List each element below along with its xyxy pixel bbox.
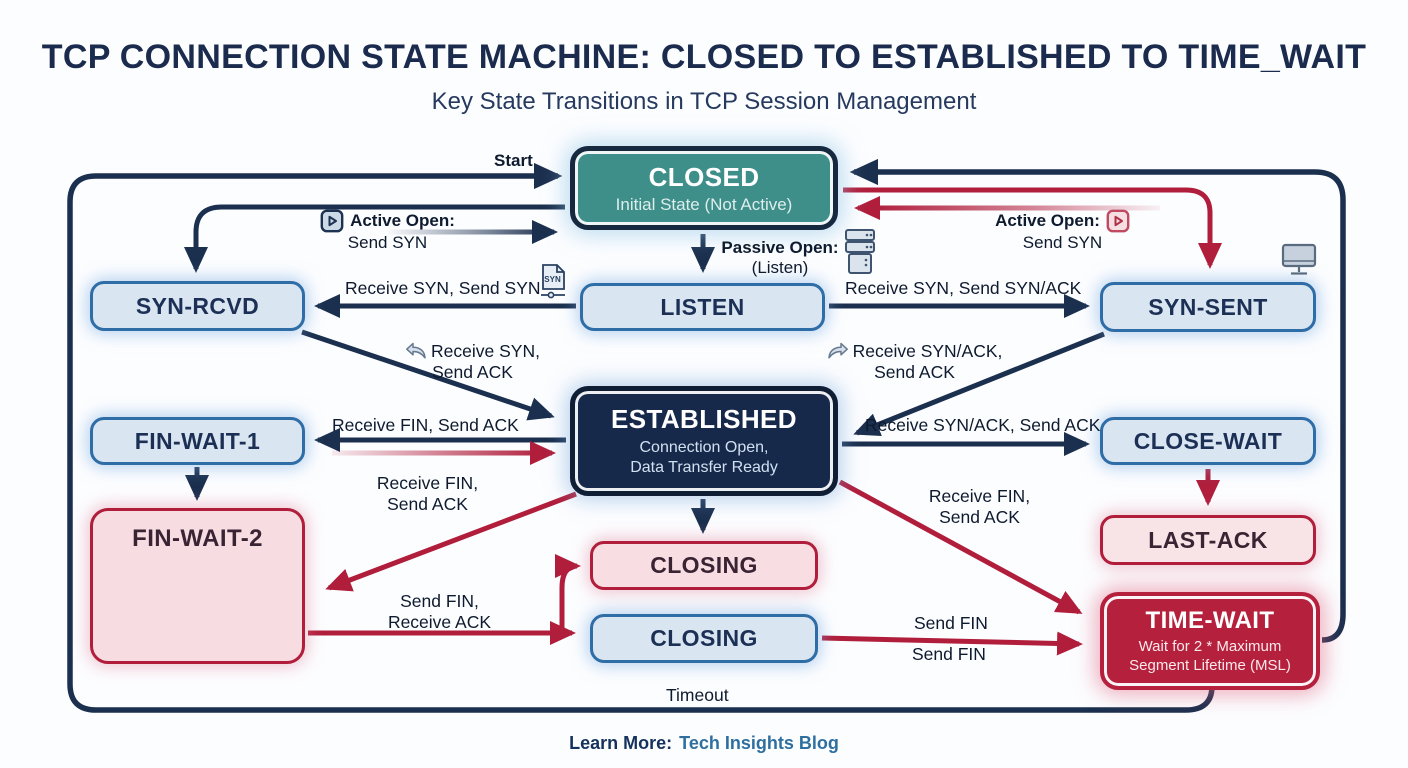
state-established-sub1: Connection Open, [639,439,769,456]
svg-text:SYN: SYN [544,275,561,284]
label-receive-fin-red-right-line1: Receive FIN, [928,486,1031,506]
label-timeout: Timeout [666,685,729,705]
server-icon [843,228,877,276]
state-closing-bottom: CLOSING [590,614,818,663]
state-time-wait-sub2: Segment Lifetime (MSL) [1129,656,1291,674]
arrow-established-to-fin-wait-2 [325,491,577,592]
label-send-fin-receive-ack-line2: Receive ACK [387,611,492,632]
state-fin-wait-2: FIN-WAIT-2 [90,508,305,664]
curved-arrow-left-icon [405,342,427,360]
arrow-syn-sent-to-established [853,331,1105,436]
label-receive-synack-send-ack-right: Receive SYN/ACK, Send ACK [865,415,1101,435]
label-active-open-right-sub: Send SYN [1022,233,1103,252]
page-title: TCP CONNECTION STATE MACHINE: CLOSED TO … [41,38,1367,76]
state-time-wait: TIME-WAIT Wait for 2 * Maximum Segment L… [1100,592,1320,690]
label-receive-fin-send-ack-red-left: Receive FIN, Send ACK [360,473,495,514]
play-icon [320,209,344,233]
state-established: ESTABLISHED Connection Open, Data Transf… [570,386,838,496]
state-established-label: ESTABLISHED [611,404,797,434]
state-closed-label: CLOSED [648,161,760,192]
state-fin-wait-1: FIN-WAIT-1 [90,417,305,465]
state-closing-top: CLOSING [590,541,818,590]
state-closed: CLOSED Initial State (Not Active) [570,146,838,230]
state-syn-sent: SYN-SENT [1100,282,1316,332]
page-subtitle: Key State Transitions in TCP Session Man… [431,88,977,115]
label-receive-synack-line1: Receive SYN/ACK, [852,341,1003,361]
label-active-open-right-title: Active Open: [995,210,1100,230]
state-time-wait-label: TIME-WAIT [1145,606,1275,634]
curved-arrow-right-icon [827,342,849,360]
state-syn-rcvd: SYN-RCVD [90,281,305,331]
state-close-wait: CLOSE-WAIT [1100,417,1316,465]
label-receive-fin-send-ack-left: Receive FIN, Send ACK [332,415,519,435]
label-receive-fin-red-left-line1: Receive FIN, [376,473,479,493]
syn-document-icon: SYN [538,263,568,301]
label-receive-synack-line2: Send ACK [874,361,955,382]
container-border-and-start-arrow [67,162,1215,713]
label-active-open-left-title: Active Open: [350,210,455,230]
label-passive-open-sub: (Listen) [751,258,809,278]
label-receive-synack-send-ack-diag: Receive SYN/ACK, Send ACK [822,341,1007,382]
footer: Learn More: Tech Insights Blog [0,733,1408,754]
label-send-fin-receive-ack-line1: Send FIN, [400,591,479,611]
state-established-sub2: Data Transfer Ready [630,459,778,476]
play-icon [1106,209,1130,233]
label-receive-syn-send-ack-left: Receive SYN, Send ACK [400,341,545,382]
label-send-fin-top: Send FIN [914,613,988,633]
footer-label: Learn More: [569,733,673,753]
label-receive-syn-send-syn: Receive SYN, Send SYN [345,278,541,298]
arrow-established-to-time-wait [838,479,1083,615]
arrow-closed-to-syn-rcvd [184,204,565,273]
state-time-wait-sub1: Wait for 2 * Maximum [1138,637,1282,655]
monitor-icon [1280,242,1318,278]
state-last-ack: LAST-ACK [1100,515,1316,565]
label-passive-open: Passive Open: (Listen) [700,238,860,278]
container-border-right-arrow-to-closed [849,158,1346,643]
label-receive-fin-send-ack-red-right: Receive FIN, Send ACK [912,486,1047,527]
state-closed-sublabel: Initial State (Not Active) [615,194,793,214]
label-passive-open-title: Passive Open: [721,238,839,257]
state-closing-bottom-label: CLOSING [650,625,758,651]
arrow-branch-to-closing-top [554,554,581,633]
label-receive-syn-send-synack: Receive SYN, Send SYN/ACK [845,278,1082,298]
label-active-open-right: Active Open: Send SYN [970,209,1155,253]
label-active-open-left: Active Open: Send SYN [295,209,480,253]
label-receive-syn-line1: Receive SYN, [431,341,540,361]
state-last-ack-label: LAST-ACK [1148,526,1268,553]
arrow-closing-to-time-wait [821,631,1083,656]
label-receive-fin-red-left-line2: Send ACK [387,493,468,514]
state-syn-sent-label: SYN-SENT [1148,293,1268,320]
state-closing-top-label: CLOSING [650,552,758,578]
state-listen-label: LISTEN [660,293,745,320]
state-syn-rcvd-label: SYN-RCVD [135,292,260,319]
label-send-fin-receive-ack: Send FIN, Receive ACK [372,591,507,632]
state-close-wait-label: CLOSE-WAIT [1133,427,1283,454]
state-fin-wait-1-label: FIN-WAIT-1 [134,427,261,454]
label-active-open-left-sub: Send SYN [347,233,428,252]
label-start: Start [494,151,533,170]
label-receive-syn-line2: Send ACK [432,361,513,382]
label-receive-fin-red-right-line2: Send ACK [939,506,1020,527]
label-send-fin-bottom: Send FIN [912,644,986,664]
footer-link[interactable]: Tech Insights Blog [679,733,839,753]
state-fin-wait-2-label: FIN-WAIT-2 [132,525,263,552]
state-listen: LISTEN [580,283,825,331]
arrow-closed-to-syn-sent-active-open [843,187,1223,269]
arrow-syn-rcvd-to-established [301,329,555,421]
